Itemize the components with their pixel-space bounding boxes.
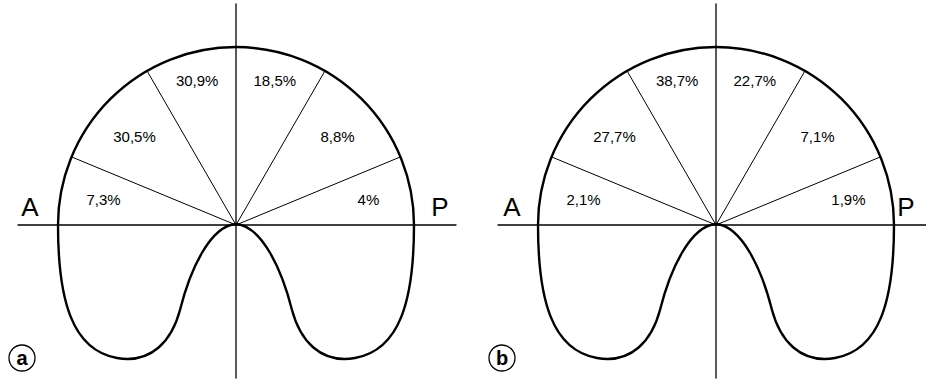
percentage-label: 30,9% — [176, 73, 219, 90]
sector-line — [72, 157, 237, 225]
panel-letter-circle: a — [8, 344, 36, 372]
sector-line — [716, 71, 805, 225]
direction-label: P — [897, 193, 914, 222]
percentage-label: 22,7% — [734, 73, 777, 90]
panel-letter-circle: b — [488, 344, 516, 372]
diagram-a — [18, 4, 456, 378]
panel-letter: a — [8, 344, 36, 368]
vertical-axis — [235, 4, 236, 378]
plateau-outline — [538, 47, 894, 359]
direction-label: A — [503, 193, 520, 222]
direction-label: A — [21, 193, 38, 222]
circle-shape — [9, 345, 35, 371]
vertical-axis — [715, 4, 716, 378]
plateau-outline — [58, 47, 414, 359]
diagram-b — [498, 4, 926, 378]
percentage-label: 7,1% — [800, 129, 834, 146]
circle-shape — [489, 345, 515, 371]
percentage-label: 27,7% — [593, 129, 636, 146]
percentage-label: 30,5% — [113, 129, 156, 146]
percentage-label: 1,9% — [831, 191, 865, 208]
percentage-label: 4% — [358, 191, 380, 208]
sector-line — [716, 157, 881, 225]
percentage-label: 18,5% — [254, 73, 297, 90]
sector-line — [552, 157, 717, 225]
percentage-label: 38,7% — [656, 73, 699, 90]
percentage-label: 2,1% — [566, 191, 600, 208]
panel-letter: b — [488, 344, 516, 368]
percentage-label: 8,8% — [320, 129, 354, 146]
sector-line — [147, 71, 236, 225]
sector-line — [236, 71, 325, 225]
percentage-label: 7,3% — [86, 191, 120, 208]
sector-line — [236, 157, 401, 225]
direction-label: P — [431, 193, 448, 222]
sector-line — [627, 71, 716, 225]
